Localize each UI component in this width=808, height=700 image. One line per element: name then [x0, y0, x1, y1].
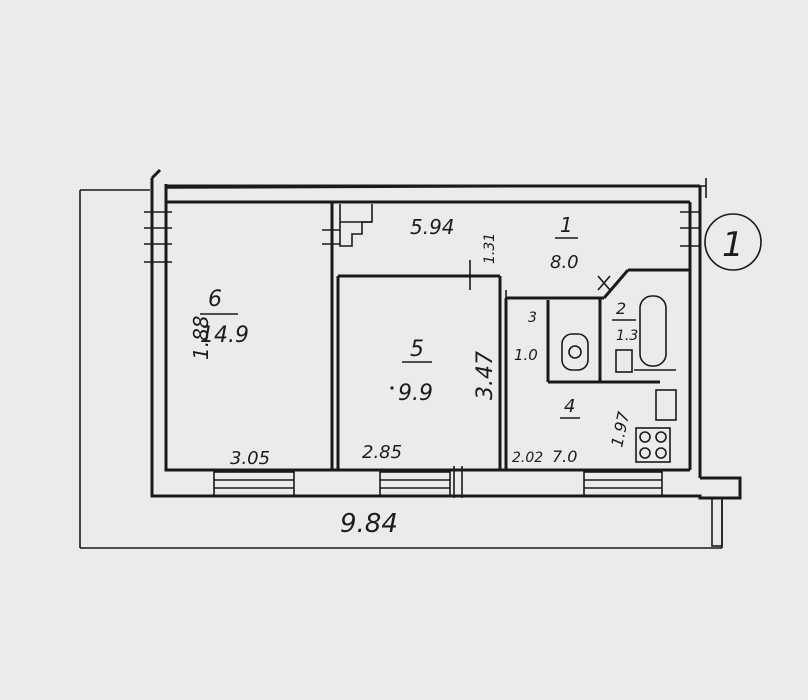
room6-width-label: 3.05	[230, 448, 270, 469]
kitchen-width-label: 2.02	[512, 450, 543, 466]
entry-steps	[339, 204, 373, 247]
kitchen-counter	[655, 389, 677, 421]
plan-marker-circle	[704, 213, 762, 271]
overall-width-label: 9.84	[340, 509, 398, 539]
hall-width-label: 1.31	[482, 233, 498, 264]
vent-cross-icon	[597, 275, 611, 291]
room-4-number: 4	[564, 396, 575, 417]
room-4-area: 7.0	[552, 447, 577, 466]
windows	[213, 471, 723, 547]
room-1-number: 1	[560, 213, 573, 237]
room5-depth-label: 3.47	[473, 351, 498, 400]
room-6-number: 6	[208, 287, 222, 312]
dimension-lines	[79, 178, 723, 549]
sink-fixture	[615, 349, 633, 373]
wall-ticks	[144, 211, 700, 498]
room5-width-label: 2.85	[362, 442, 402, 463]
room-5-area: 9.9	[398, 381, 433, 406]
room-1-area: 8.0	[550, 252, 579, 273]
room6-depth-label: 1.88	[189, 315, 213, 360]
kitchen-depth-label: 1.97	[607, 409, 633, 449]
bathtub-fixture	[634, 295, 676, 371]
room-2-number: 2	[616, 299, 626, 318]
toilet-fixture	[561, 333, 589, 371]
hall-length-label: 5.94	[410, 215, 455, 239]
room-2-area: 1.3	[616, 328, 638, 344]
interior-walls	[330, 202, 690, 470]
room-5-number: 5	[410, 337, 424, 362]
room-3-number: 3	[528, 310, 537, 326]
room-3-area: 1.0	[514, 346, 538, 364]
room-6-area: 14.9	[200, 323, 249, 348]
plan-marker-number: 1	[722, 225, 744, 265]
stove-icon	[635, 427, 671, 463]
